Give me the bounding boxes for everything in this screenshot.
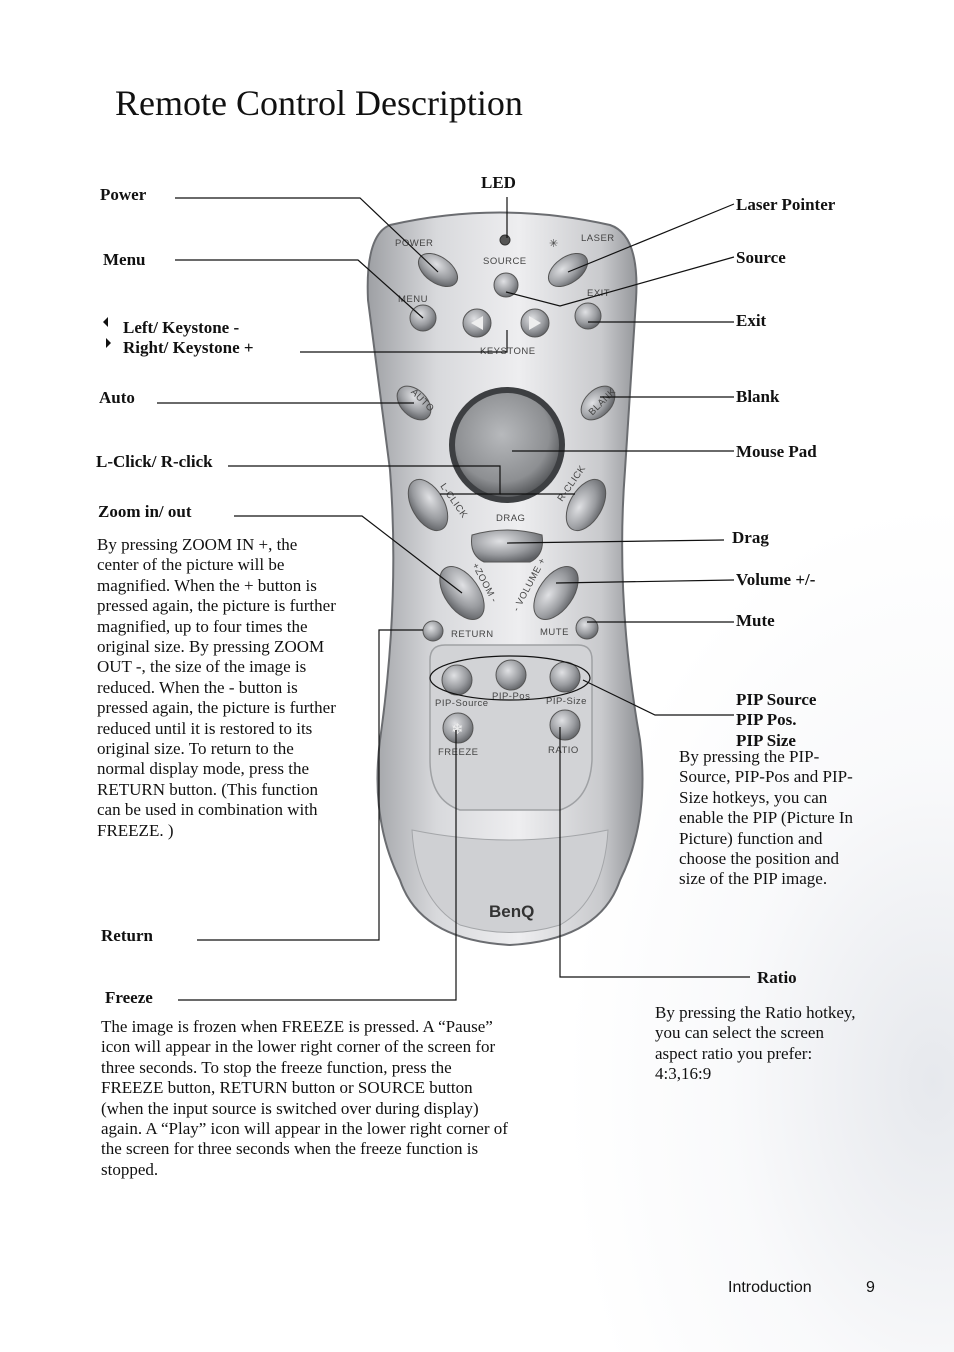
label-laser-pointer: Laser Pointer [736,195,836,214]
pip-size-button-shape [549,661,581,693]
menu-button-label: MENU [398,294,428,305]
label-menu: Menu [103,250,146,269]
drag-button-shape [471,529,543,563]
freeze-label: FREEZE [438,747,478,758]
freeze-snowflake-icon: ❄ [451,722,464,738]
r-click-button-shape [565,478,607,532]
brand-logo: BenQ [489,902,534,921]
led-indicator [499,234,511,246]
label-auto: Auto [99,388,135,407]
laser-button-shape [547,252,589,288]
footer-section: Introduction [728,1279,812,1296]
line-ratio [559,727,750,978]
label-power: Power [100,185,147,204]
mute-label: MUTE [540,627,569,638]
pip-size-label: PIP-Size [546,696,587,707]
laser-button-label: LASER [581,233,615,244]
line-return [197,629,423,941]
label-right-keystone: Right/ Keystone + [123,338,254,357]
laser-star-icon: ✳ [549,238,558,250]
ratio-description: By pressing the Ratio hotkey,you can sel… [655,1003,856,1084]
right-arrow-icon [106,338,111,348]
pip-description: By pressing the PIP-Source, PIP-Pos and … [679,747,854,889]
label-zoom: Zoom in/ out [98,502,192,521]
line-laser [567,203,735,273]
line-zoom [234,515,463,594]
line-drag [506,539,725,544]
page-number: 9 [866,1279,875,1296]
left-arrow-icon [103,317,108,327]
label-pip-pos: PIP Pos. [736,710,797,729]
label-source: Source [736,248,786,267]
ratio-button-shape [549,709,581,741]
ratio-label: RATIO [548,745,579,756]
source-button-shape [493,272,519,298]
return-label: RETURN [451,629,494,640]
keystone-left-icon [471,316,483,330]
page-title: Remote Control Description [115,83,523,123]
label-lclick-rclick: L-Click/ R-click [96,452,213,471]
label-mouse-pad: Mouse Pad [736,442,817,461]
line-freeze [178,730,457,1001]
label-freeze: Freeze [105,988,153,1007]
blank-button-shape [580,385,616,421]
label-blank: Blank [736,387,780,406]
line-source [505,256,735,307]
power-button-label: POWER [395,238,433,249]
pip-source-label: PIP-Source [435,698,489,709]
pip-pos-label: PIP-Pos [492,691,530,702]
label-pip-source: PIP Source [736,690,817,709]
callout-lines [157,197,750,1001]
return-button-shape [422,620,444,642]
remote-bottom-recess [411,829,609,933]
power-button-shape [417,252,459,288]
l-click-button-shape [407,478,449,532]
label-mute: Mute [736,611,775,630]
line-volume [555,579,735,584]
label-volume: Volume +/- [736,570,816,589]
mouse-pad-shape [455,393,559,497]
drag-label: DRAG [496,513,525,524]
mute-button-shape [575,616,599,640]
label-pip-size: PIP Size [736,731,796,750]
keystone-right-icon [529,316,541,330]
exit-button-shape [574,302,602,330]
line-pip [582,679,734,716]
pip-group-outline [429,655,591,701]
source-button-label: SOURCE [483,256,527,267]
freeze-description: The image is frozen when FREEZE is press… [101,1017,508,1179]
label-drag: Drag [732,528,769,547]
line-lclick [228,465,501,495]
label-led: LED [481,173,516,192]
freeze-button-shape [442,712,474,744]
label-exit: Exit [736,311,767,330]
label-ratio: Ratio [757,968,797,987]
line-keystone [300,330,508,353]
label-return: Return [101,926,153,945]
line-power [175,197,439,273]
label-left-keystone: Left/ Keystone - [123,318,240,337]
exit-button-label: EXIT [587,288,610,299]
pip-pos-button-shape [495,659,527,691]
pip-source-button-shape [441,664,473,696]
volume-button-shape [533,566,579,620]
line-menu [175,259,424,319]
